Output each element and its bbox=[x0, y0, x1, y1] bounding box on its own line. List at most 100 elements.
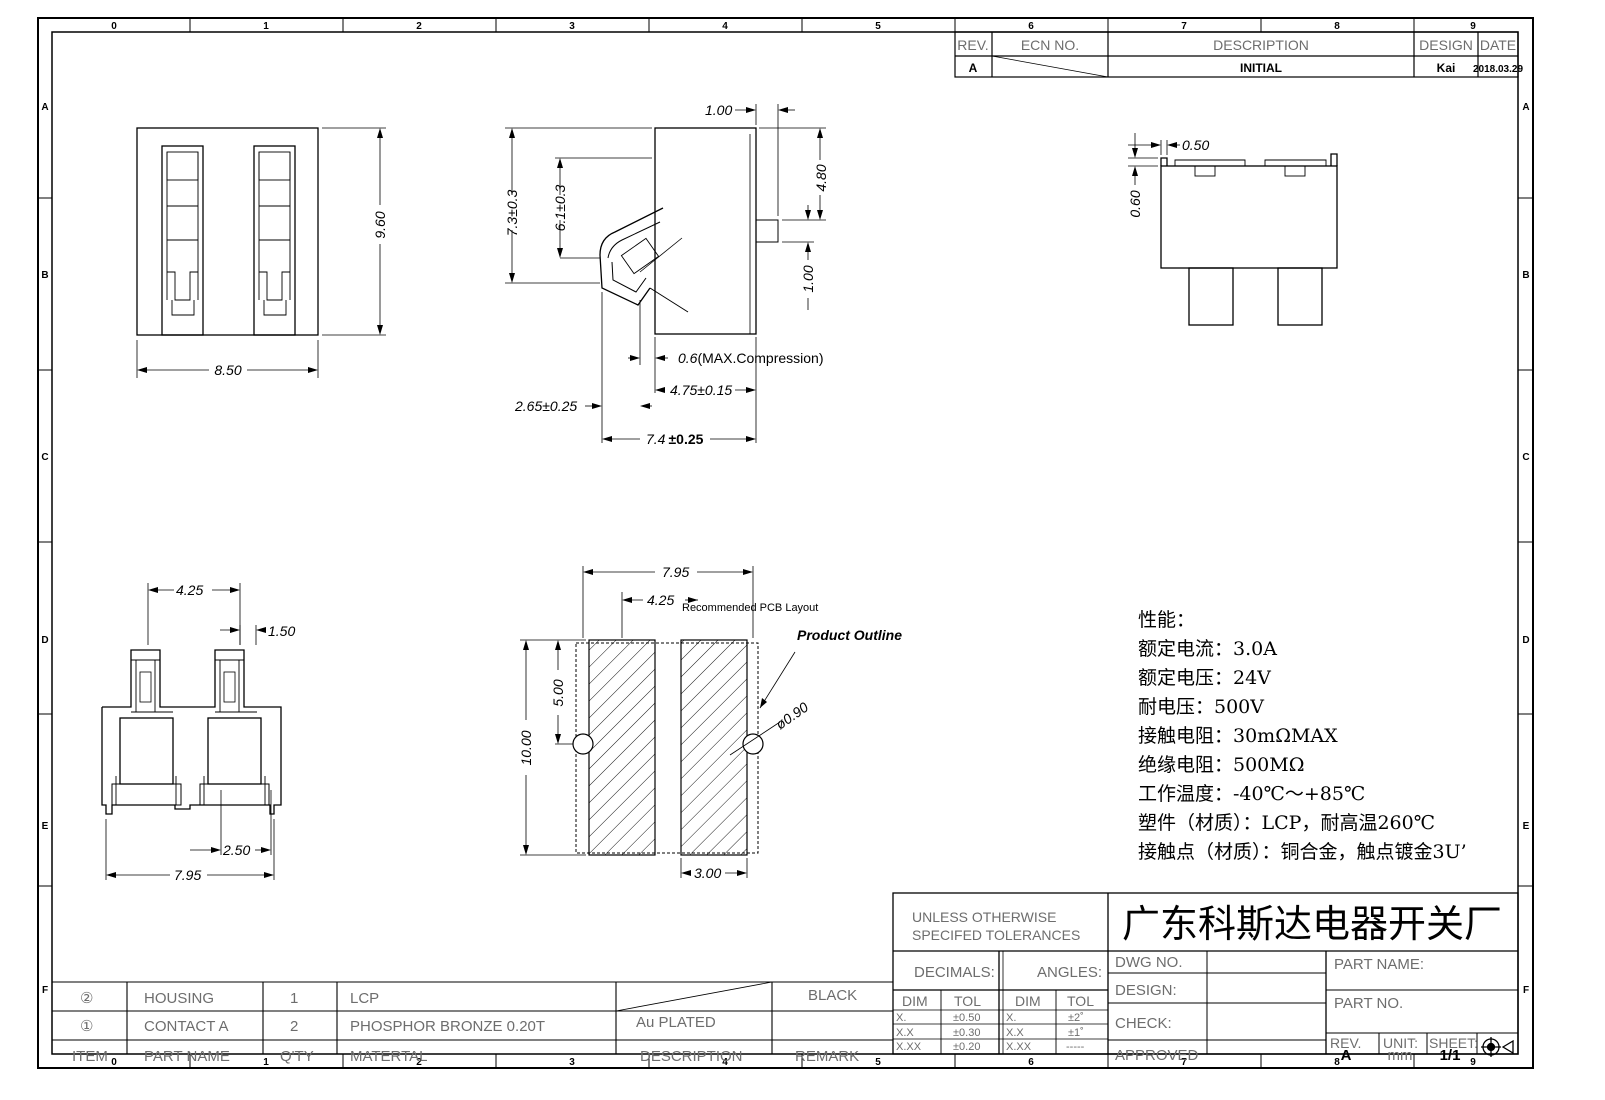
bom-item: ② bbox=[80, 990, 93, 1007]
border-frame bbox=[37, 17, 1534, 1069]
compression-value: 0.6 bbox=[678, 350, 698, 366]
dim-pitch: 4.25 bbox=[647, 592, 674, 608]
side-view: 1.00 7.3±0.3 6.1±0.3 4.80 1.00 0.6(MAX.C… bbox=[504, 102, 829, 447]
spec-item: 接触点（材质）：铜合金，触点镀金3U’ bbox=[1138, 841, 1467, 863]
tolerance-note-line2: SPECIFED TOLERANCES bbox=[912, 927, 1080, 943]
approved-label: APPROVED bbox=[1115, 1047, 1199, 1064]
row-label-right: B bbox=[1522, 270, 1529, 281]
part-no-label: PART NO. bbox=[1334, 995, 1403, 1012]
dim-half-height: 5.00 bbox=[550, 679, 566, 706]
date-value: 2018.03.29 bbox=[1473, 64, 1523, 75]
col-label-top: 8 bbox=[1334, 21, 1340, 32]
dec-tol: ±0.30 bbox=[953, 1027, 980, 1039]
pcb-hole bbox=[742, 733, 764, 755]
col-label-top: 5 bbox=[875, 21, 881, 32]
row-label-left: E bbox=[42, 821, 49, 832]
ang-dim: X. bbox=[1006, 1012, 1016, 1024]
title-block: 广东科斯达电器开关厂 UNLESS OTHERWISE SPECIFED TOL… bbox=[892, 892, 1519, 1064]
bom-material: LCP bbox=[350, 990, 379, 1007]
bom-part: CONTACT A bbox=[144, 1018, 228, 1035]
ang-dim: X.X bbox=[1006, 1027, 1024, 1039]
pcb-pad bbox=[588, 639, 656, 856]
col-label-top: 1 bbox=[263, 21, 269, 32]
ecn-header: ECN NO. bbox=[1021, 37, 1079, 53]
ang-tol: ±2˚ bbox=[1068, 1012, 1084, 1024]
dwg-no-label: DWG NO. bbox=[1115, 954, 1183, 971]
spec-item: 额定电压：24V bbox=[1138, 667, 1271, 689]
row-label-left: D bbox=[41, 635, 48, 646]
col-label-top: 3 bbox=[569, 21, 575, 32]
dim-pin: 1.00 bbox=[800, 265, 816, 292]
bom-table: ② HOUSING 1 LCP BLACK ① CONTACT A 2 PHOS… bbox=[52, 981, 893, 1065]
angles-label: ANGLES: bbox=[1037, 964, 1102, 981]
row-label-right: F bbox=[1523, 985, 1529, 996]
bom-item: ① bbox=[80, 1018, 93, 1035]
col-label-bottom: 9 bbox=[1470, 1057, 1476, 1068]
border-row-labels: A B C D E F A B C D E F bbox=[41, 102, 1529, 996]
dim-gap: 2.50 bbox=[222, 842, 250, 858]
bom-header-material: MATERTAL bbox=[350, 1048, 428, 1065]
row-label-left: C bbox=[41, 452, 48, 463]
row-label-right: C bbox=[1522, 452, 1529, 463]
spec-item: 接触电阻：30mΩMAX bbox=[1138, 725, 1338, 747]
bom-qty: 2 bbox=[290, 1018, 298, 1035]
compression-note: (MAX.Compression) bbox=[697, 350, 823, 366]
dim-pad-width: 3.00 bbox=[694, 865, 721, 881]
dim-contact: 1.50 bbox=[268, 623, 295, 639]
dim-compression: 0.6(MAX.Compression) bbox=[678, 350, 824, 366]
bom-header-qty: Q'TY bbox=[280, 1048, 314, 1065]
spec-title: 性能： bbox=[1138, 609, 1195, 631]
col-label-top: 4 bbox=[722, 21, 728, 32]
specs-list: 性能： 额定电流：3.0A 额定电压：24V 耐电压：500V 接触电阻：30m… bbox=[1138, 609, 1467, 863]
rev-header: REV. bbox=[957, 37, 988, 53]
row-label-left: B bbox=[41, 270, 48, 281]
dim-height-inner: 6.1±0.3 bbox=[552, 184, 568, 231]
design-header: DESIGN bbox=[1419, 37, 1473, 53]
bom-header-remark: REMARK bbox=[795, 1048, 859, 1065]
dim-height-total: 7.3±0.3 bbox=[504, 189, 520, 236]
w-total-tol: ±0.25 bbox=[668, 431, 703, 447]
bom-header-item: ITEM bbox=[72, 1048, 108, 1065]
pcb-layout: 7.95 4.25 10.00 5.00 3.00 ø0.90 Recommen… bbox=[518, 564, 902, 881]
row-label-right: E bbox=[1523, 821, 1530, 832]
spec-item: 塑件（材质）：LCP，耐高温260℃ bbox=[1138, 812, 1435, 834]
ang-dim: X.XX bbox=[1006, 1041, 1032, 1053]
dec-dim: X.XX bbox=[896, 1041, 922, 1053]
unit-value: mm bbox=[1388, 1047, 1413, 1064]
unit-label: UNIT: bbox=[1383, 1035, 1418, 1051]
spec-item: 额定电流：3.0A bbox=[1138, 638, 1277, 660]
dim-height: 0.60 bbox=[1127, 190, 1143, 217]
dim-width: 7.95 bbox=[662, 564, 689, 580]
dim-width: 7.95 bbox=[174, 867, 201, 883]
border-column-labels: 0 1 2 3 4 5 6 7 8 9 0 1 2 3 4 5 6 7 8 9 bbox=[111, 21, 1476, 1068]
rev-value: A bbox=[1341, 1047, 1352, 1064]
w-total-value: 7.4 bbox=[646, 431, 666, 447]
dec-dim: X.X bbox=[896, 1027, 914, 1039]
projection-symbol-icon bbox=[1481, 1037, 1514, 1057]
col-label-bottom: 0 bbox=[111, 1057, 117, 1068]
dim-height: 9.60 bbox=[372, 211, 388, 238]
right-view: 0.50 0.60 bbox=[1127, 133, 1338, 326]
date-header: DATE bbox=[1480, 37, 1516, 53]
bom-material: PHOSPHOR BRONZE 0.20T bbox=[350, 1018, 545, 1035]
tol-header: TOL bbox=[954, 993, 981, 1009]
bom-qty: 1 bbox=[290, 990, 298, 1007]
sheet-label: SHEET: bbox=[1429, 1035, 1478, 1051]
col-label-bottom: 4 bbox=[722, 1057, 728, 1068]
bom-header-part: PART NAME bbox=[144, 1048, 230, 1065]
bom-header-description: DESCRIPTION bbox=[640, 1048, 743, 1065]
description-header: DESCRIPTION bbox=[1213, 37, 1309, 53]
row-label-right: A bbox=[1522, 102, 1529, 113]
design-label: DESIGN: bbox=[1115, 982, 1177, 999]
dim-right-height: 4.80 bbox=[813, 164, 829, 191]
col-label-top: 0 bbox=[111, 21, 117, 32]
dim-height: 10.00 bbox=[518, 730, 534, 765]
rev-value: A bbox=[969, 61, 978, 75]
pcb-hole bbox=[572, 733, 594, 755]
dim-w2: 2.65±0.25 bbox=[514, 398, 577, 414]
col-label-top: 2 bbox=[416, 21, 422, 32]
product-outline-label: Product Outline bbox=[797, 627, 902, 643]
dec-dim: X. bbox=[896, 1012, 906, 1024]
dim-w1: 4.75±0.15 bbox=[670, 382, 732, 398]
dim-width: 8.50 bbox=[214, 362, 241, 378]
